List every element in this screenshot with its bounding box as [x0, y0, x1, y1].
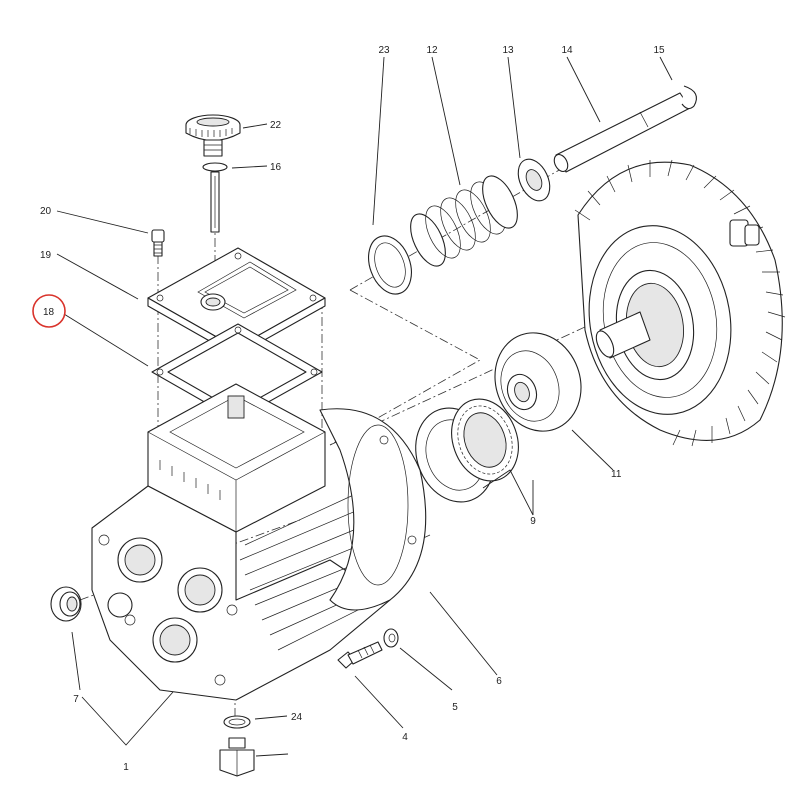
screw-part-20	[151, 229, 165, 257]
callout-13: 13	[502, 45, 514, 56]
callout-7: 7	[73, 694, 79, 705]
callout-12: 12	[426, 45, 438, 56]
shaft-part-14	[553, 92, 691, 173]
callout-9: 9	[530, 516, 536, 527]
callout-11: 11	[611, 469, 622, 480]
ring-part-22	[368, 235, 412, 295]
cover-plate-part-19	[147, 247, 326, 357]
highlight-circle	[32, 294, 66, 328]
callout-5: 5	[452, 702, 458, 713]
callout-22: 23	[378, 45, 390, 56]
bearing-set-part-9	[415, 398, 519, 503]
flange-disc-part-11	[494, 332, 582, 432]
callout-6: 6	[496, 676, 502, 687]
plug-seal-part-7	[50, 586, 82, 622]
callout-15: 15	[653, 45, 665, 56]
lock-washer-part-5	[383, 628, 399, 648]
circlip-part-15	[681, 85, 697, 110]
bolt-part-4	[337, 641, 383, 669]
callout-23: 24	[291, 712, 303, 723]
callout-16: 16	[270, 162, 282, 173]
callout-21: 22	[270, 120, 282, 131]
callout-1: 1	[123, 762, 129, 773]
callout-14: 14	[561, 45, 573, 56]
callout-18: 18	[43, 307, 55, 318]
leader-lines	[56, 56, 673, 757]
callout-20: 20	[40, 206, 52, 217]
gasket-part-18	[151, 323, 323, 421]
washer-part-13	[517, 158, 551, 202]
oring-part-23	[223, 715, 251, 729]
motor-assembly	[574, 159, 786, 447]
pump-housing-part-1	[91, 383, 427, 701]
spring-part-12	[410, 175, 518, 267]
drain-plug-part-24	[219, 737, 255, 777]
callout-19: 19	[40, 250, 52, 261]
callout-labels: 23 12 13 14 15 22 16 20 19 18 11 9 6 5 4…	[40, 45, 665, 773]
oil-cap-part-21	[185, 114, 241, 157]
dipstick-oring-part-16	[202, 162, 228, 233]
callout-4: 4	[402, 732, 408, 743]
